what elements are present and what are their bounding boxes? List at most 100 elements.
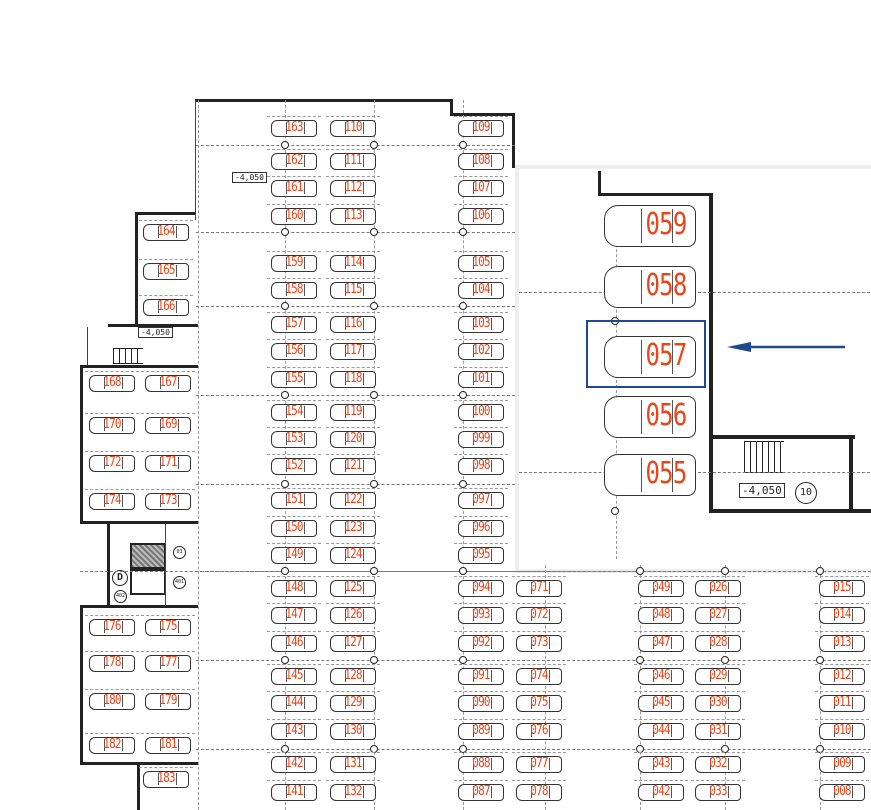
parking-slot-120[interactable]: 120 [326,427,380,451]
parking-slot-101[interactable]: 101 [454,367,508,391]
parking-slot-181[interactable]: 181 [141,733,195,757]
parking-slot-151[interactable]: 151 [267,488,321,512]
parking-slot-103[interactable]: 103 [454,312,508,336]
parking-slot-108[interactable]: 108 [454,149,508,173]
parking-slot-154[interactable]: 154 [267,400,321,424]
parking-slot-093[interactable]: 093 [454,603,508,627]
parking-slot-097[interactable]: 097 [454,488,508,512]
parking-slot-180[interactable]: 180 [85,689,139,713]
parking-slot-015[interactable]: 015 [815,576,869,600]
parking-slot-157[interactable]: 157 [267,312,321,336]
parking-slot-126[interactable]: 126 [326,603,380,627]
parking-slot-049[interactable]: 049 [634,576,688,600]
parking-slot-121[interactable]: 121 [326,454,380,478]
parking-slot-162[interactable]: 162 [267,149,321,173]
parking-slot-142[interactable]: 142 [267,752,321,776]
parking-slot-044[interactable]: 044 [634,719,688,743]
parking-slot-164[interactable]: 164 [139,220,193,244]
parking-slot-129[interactable]: 129 [326,691,380,715]
parking-slot-011[interactable]: 011 [815,691,869,715]
parking-slot-115[interactable]: 115 [326,278,380,302]
parking-slot-156[interactable]: 156 [267,339,321,363]
parking-slot-072[interactable]: 072 [512,603,566,627]
parking-slot-125[interactable]: 125 [326,576,380,600]
parking-slot-116[interactable]: 116 [326,312,380,336]
parking-slot-170[interactable]: 170 [85,413,139,437]
parking-slot-102[interactable]: 102 [454,339,508,363]
parking-slot-148[interactable]: 148 [267,576,321,600]
parking-slot-095[interactable]: 095 [454,543,508,567]
parking-slot-109[interactable]: 109 [454,116,508,140]
parking-slot-104[interactable]: 104 [454,278,508,302]
parking-slot-174[interactable]: 174 [85,489,139,513]
parking-slot-130[interactable]: 130 [326,719,380,743]
parking-slot-145[interactable]: 145 [267,664,321,688]
parking-slot-178[interactable]: 178 [85,651,139,675]
parking-slot-012[interactable]: 012 [815,664,869,688]
parking-slot-172[interactable]: 172 [85,451,139,475]
parking-slot-175[interactable]: 175 [141,615,195,639]
parking-slot-114[interactable]: 114 [326,251,380,275]
parking-slot-106[interactable]: 106 [454,204,508,228]
parking-slot-098[interactable]: 098 [454,454,508,478]
parking-slot-143[interactable]: 143 [267,719,321,743]
parking-slot-087[interactable]: 087 [454,780,508,804]
parking-slot-182[interactable]: 182 [85,733,139,757]
parking-slot-123[interactable]: 123 [326,516,380,540]
parking-slot-168[interactable]: 168 [85,371,139,395]
parking-slot-183[interactable]: 183 [139,767,193,791]
parking-slot-110[interactable]: 110 [326,116,380,140]
parking-slot-165[interactable]: 165 [139,259,193,283]
parking-slot-032[interactable]: 032 [691,752,745,776]
parking-slot-045[interactable]: 045 [634,691,688,715]
parking-slot-147[interactable]: 147 [267,603,321,627]
parking-slot-171[interactable]: 171 [141,451,195,475]
parking-slot-113[interactable]: 113 [326,204,380,228]
parking-slot-117[interactable]: 117 [326,339,380,363]
parking-slot-127[interactable]: 127 [326,631,380,655]
parking-slot-029[interactable]: 029 [691,664,745,688]
parking-slot-159[interactable]: 159 [267,251,321,275]
parking-slot-073[interactable]: 073 [512,631,566,655]
parking-slot-048[interactable]: 048 [634,603,688,627]
parking-slot-077[interactable]: 077 [512,752,566,776]
parking-slot-141[interactable]: 141 [267,780,321,804]
parking-slot-056[interactable]: 056 [600,392,700,442]
parking-slot-163[interactable]: 163 [267,116,321,140]
parking-slot-058[interactable]: 058 [600,262,700,312]
parking-slot-047[interactable]: 047 [634,631,688,655]
parking-slot-030[interactable]: 030 [691,691,745,715]
parking-slot-010[interactable]: 010 [815,719,869,743]
parking-slot-059[interactable]: 059 [600,201,700,251]
parking-slot-042[interactable]: 042 [634,780,688,804]
parking-slot-152[interactable]: 152 [267,454,321,478]
parking-slot-146[interactable]: 146 [267,631,321,655]
parking-slot-074[interactable]: 074 [512,664,566,688]
parking-slot-033[interactable]: 033 [691,780,745,804]
parking-slot-075[interactable]: 075 [512,691,566,715]
parking-slot-088[interactable]: 088 [454,752,508,776]
parking-slot-149[interactable]: 149 [267,543,321,567]
parking-slot-167[interactable]: 167 [141,371,195,395]
parking-slot-112[interactable]: 112 [326,176,380,200]
parking-slot-092[interactable]: 092 [454,631,508,655]
parking-slot-094[interactable]: 094 [454,576,508,600]
parking-slot-144[interactable]: 144 [267,691,321,715]
parking-slot-124[interactable]: 124 [326,543,380,567]
parking-slot-099[interactable]: 099 [454,427,508,451]
parking-slot-160[interactable]: 160 [267,204,321,228]
parking-slot-055[interactable]: 055 [600,450,700,500]
parking-slot-078[interactable]: 078 [512,780,566,804]
parking-slot-028[interactable]: 028 [691,631,745,655]
parking-slot-027[interactable]: 027 [691,603,745,627]
parking-slot-161[interactable]: 161 [267,176,321,200]
parking-slot-008[interactable]: 008 [815,780,869,804]
parking-slot-057[interactable]: 057 [600,332,700,382]
parking-slot-173[interactable]: 173 [141,489,195,513]
parking-slot-111[interactable]: 111 [326,149,380,173]
parking-slot-089[interactable]: 089 [454,719,508,743]
parking-slot-166[interactable]: 166 [139,295,193,319]
parking-slot-107[interactable]: 107 [454,176,508,200]
parking-slot-105[interactable]: 105 [454,251,508,275]
parking-slot-076[interactable]: 076 [512,719,566,743]
